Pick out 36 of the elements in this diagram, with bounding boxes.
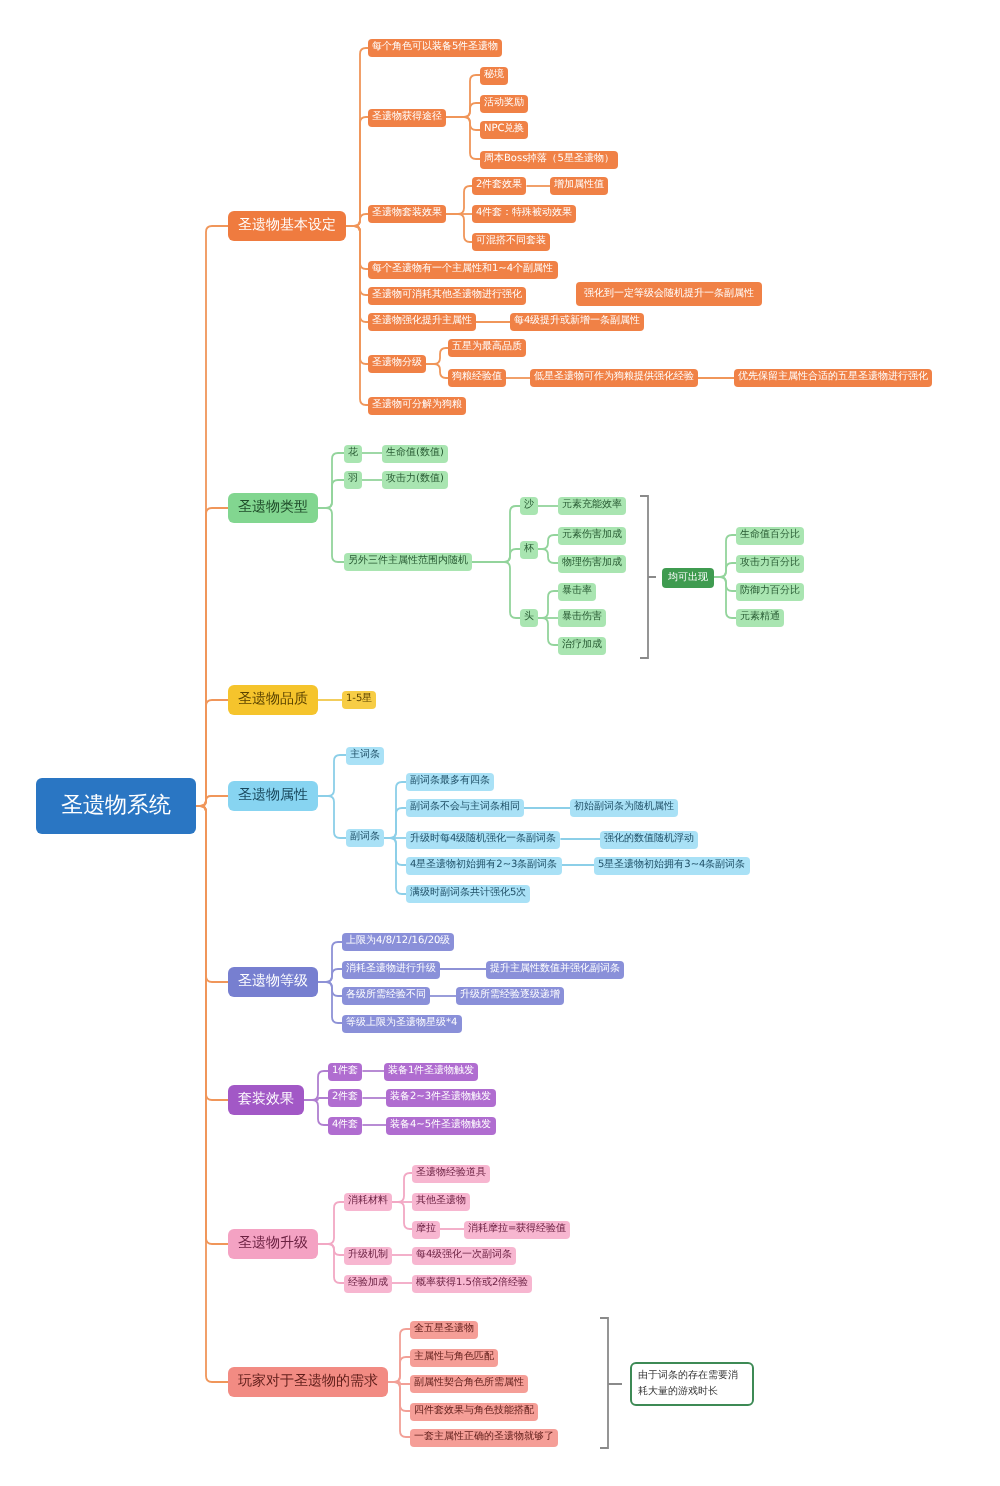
connector-line	[523, 807, 571, 809]
connector-line	[317, 981, 343, 1024]
connector-line	[317, 1243, 345, 1284]
connector-line	[345, 225, 369, 406]
connector-line	[391, 1254, 413, 1256]
connector-line	[475, 321, 511, 323]
connector-line	[317, 795, 347, 839]
connector-line	[317, 699, 343, 701]
connector-line	[317, 507, 345, 563]
connector-line	[445, 116, 481, 160]
connector-line	[391, 1201, 413, 1230]
connector-line	[439, 968, 487, 970]
connector-line	[697, 377, 735, 379]
connector-line	[537, 617, 559, 646]
connector-line	[525, 185, 551, 187]
connector-line	[537, 548, 559, 564]
connector-line	[361, 1070, 385, 1072]
connector-line	[559, 838, 601, 840]
connector-line	[303, 1099, 329, 1126]
connector-line	[361, 479, 383, 481]
connector-line	[471, 561, 521, 619]
connector-line	[537, 505, 559, 507]
connector-line	[425, 363, 449, 379]
connector-line	[387, 1381, 411, 1438]
connector-line	[361, 452, 383, 454]
central-topic-box: 圣遗物系统	[36, 778, 196, 834]
connector-line	[361, 1097, 387, 1099]
connector-line	[439, 1228, 465, 1230]
connector-line	[445, 213, 473, 243]
connector-line	[713, 576, 737, 619]
connector-line	[560, 864, 595, 866]
connector-line	[361, 1124, 387, 1126]
connector-line	[195, 805, 229, 1383]
connector-line	[429, 995, 457, 997]
connector-line	[391, 1282, 413, 1284]
connector-line	[505, 377, 531, 379]
